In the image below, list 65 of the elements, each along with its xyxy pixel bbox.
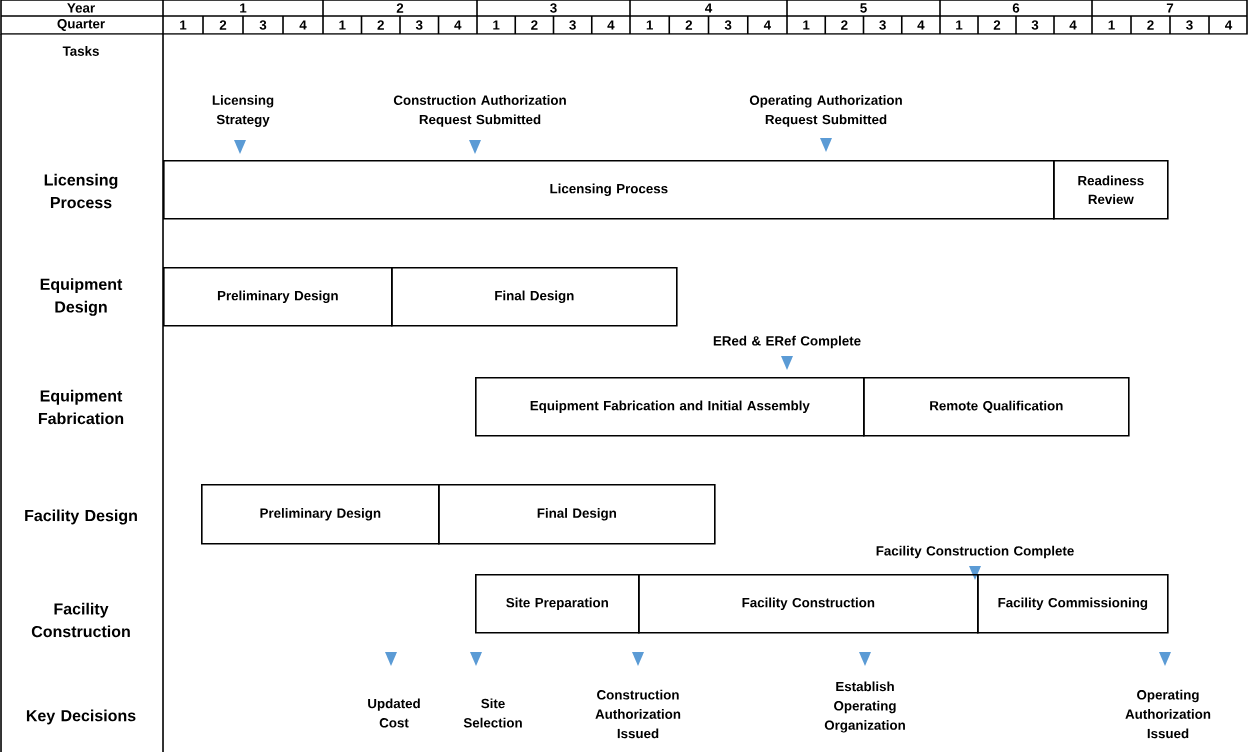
row-label: Facility Construction (31, 602, 130, 638)
task-bar: Final Design (438, 484, 716, 545)
row-label: Key Decisions (26, 709, 136, 725)
milestone-label: Facility Construction Complete (876, 545, 1074, 559)
header-cell: 2 (1147, 20, 1154, 30)
row-label: Facility Design (25, 509, 137, 525)
milestone-label: Updated Cost (368, 698, 420, 728)
milestone-label: Operating Authorization Issued (1125, 689, 1211, 739)
header-cell: 1 (1108, 20, 1115, 30)
header-cell: 1 (493, 20, 500, 30)
header-cell: 4 (1069, 20, 1077, 30)
header-cell: Year (67, 3, 95, 13)
milestone-label: Construction Authorization Request Submitted (393, 95, 566, 127)
task-bar: Final Design (391, 267, 678, 327)
header-cell: 1 (646, 20, 653, 30)
header-cell: 4 (1225, 20, 1233, 30)
header-cell: 2 (219, 20, 227, 30)
header-cell: 6 (1012, 3, 1020, 13)
row-label: Equipment Fabrication (38, 389, 124, 425)
header-cell: 2 (841, 20, 848, 30)
milestone-label: Operating Authorization Request Submitted (749, 95, 902, 127)
milestone-label: Construction Authorization Issued (595, 689, 681, 739)
header-cell: 4 (705, 3, 713, 13)
header-cell: 2 (993, 20, 1001, 30)
header-cell: 4 (917, 20, 925, 30)
header-cell: Quarter (57, 19, 105, 31)
header-cell: 3 (415, 20, 423, 30)
header-cell: 3 (259, 20, 267, 30)
header-cell: 3 (724, 20, 732, 30)
header-cell: 1 (803, 20, 810, 30)
header-cell: 3 (1186, 20, 1193, 30)
task-bar: Facility Construction (638, 574, 979, 634)
milestone-label: ERed & ERef Complete (713, 335, 861, 349)
task-bar: Licensing Process (163, 160, 1055, 220)
header-cell: 4 (607, 20, 615, 30)
header-cell: 3 (550, 3, 557, 13)
row-label: Licensing Process (44, 173, 118, 209)
task-bar: Readiness Review (1053, 160, 1169, 220)
header-cell: 5 (860, 3, 867, 13)
task-bar: Preliminary Design (201, 484, 440, 545)
header-cell: 1 (339, 20, 346, 30)
header-cell: 4 (299, 20, 307, 30)
header-cell: 1 (956, 20, 963, 30)
header-cell: 2 (531, 20, 538, 30)
header-cell: 7 (1166, 3, 1174, 13)
header-cell: 2 (685, 20, 693, 30)
header-cell: Tasks (62, 46, 99, 56)
milestone-label: Site Selection (463, 698, 522, 728)
header-cell: 3 (879, 20, 886, 30)
task-bar: Equipment Fabrication and Initial Assembly (475, 377, 865, 437)
milestone-label: Licensing Strategy (212, 95, 274, 127)
header-cell: 1 (180, 20, 187, 30)
header-cell: 4 (454, 20, 462, 30)
task-bar: Facility Commissioning (977, 574, 1169, 634)
task-bar: Preliminary Design (163, 267, 393, 327)
header-cell: 3 (1031, 20, 1039, 30)
milestone-label: Establish Operating Organization (824, 681, 905, 733)
row-label: Equipment Design (40, 278, 123, 316)
header-cell: 2 (377, 20, 384, 30)
header-cell: 3 (569, 20, 576, 30)
header-cell: 2 (396, 3, 404, 13)
task-bar: Remote Qualification (863, 377, 1130, 437)
task-bar: Site Preparation (475, 574, 640, 634)
header-cell: 1 (240, 3, 247, 13)
header-cell: 4 (763, 20, 771, 30)
